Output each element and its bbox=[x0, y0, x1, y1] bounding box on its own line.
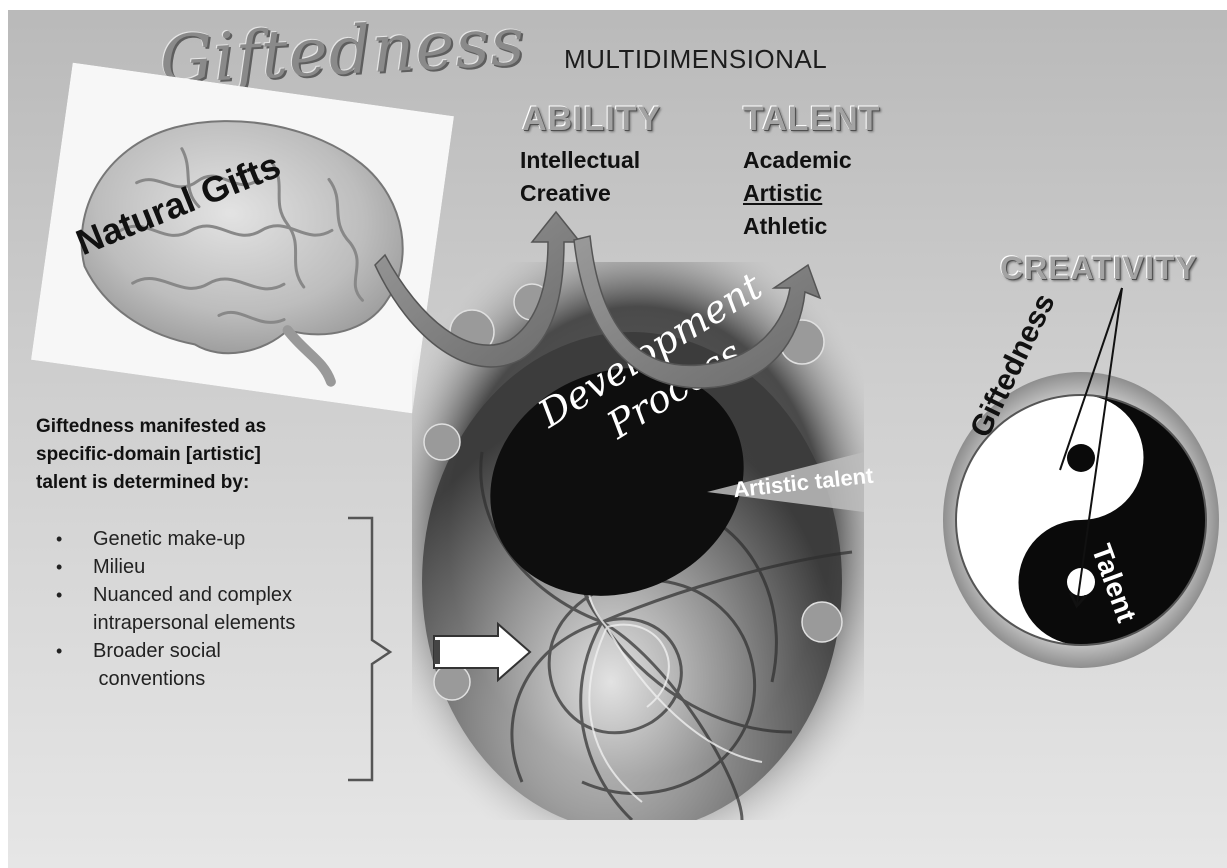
list-item-text: Broader social bbox=[93, 637, 295, 665]
ability-heading: ABILITY bbox=[522, 100, 661, 139]
bullet-icon: • bbox=[56, 525, 62, 553]
talent-list: Academic Artistic Athletic bbox=[743, 144, 852, 243]
list-item-text: Nuanced and complex bbox=[93, 581, 295, 609]
determinants-heading-line-3: talent is determined by: bbox=[36, 469, 266, 497]
talent-item-academic: Academic bbox=[743, 144, 852, 177]
list-item-text-continued: conventions bbox=[93, 665, 295, 693]
list-item-text-continued: intrapersonal elements bbox=[93, 609, 295, 637]
bullet-icon: • bbox=[56, 553, 62, 581]
determinants-heading-line-2: specific-domain [artistic] bbox=[36, 441, 266, 469]
determinants-heading-line-1: Giftedness manifested as bbox=[36, 413, 266, 441]
list-item: • Nuanced and complex intrapersonal elem… bbox=[56, 581, 295, 637]
talent-heading: TALENT bbox=[743, 100, 881, 139]
ability-item-intellectual: Intellectual bbox=[520, 144, 640, 177]
list-item: • Milieu bbox=[56, 553, 295, 581]
bullet-icon: • bbox=[56, 637, 62, 665]
multidimensional-header: MULTIDIMENSIONAL bbox=[564, 44, 827, 75]
bullet-icon: • bbox=[56, 581, 62, 609]
talent-item-artistic: Artistic bbox=[743, 177, 852, 210]
ability-item-creative: Creative bbox=[520, 177, 640, 210]
determinants-heading: Giftedness manifested as specific-domain… bbox=[36, 413, 266, 497]
list-item: • Genetic make-up bbox=[56, 525, 295, 553]
talent-item-athletic: Athletic bbox=[743, 210, 852, 243]
list-item-text: Genetic make-up bbox=[93, 525, 295, 553]
creativity-heading: CREATIVITY bbox=[1000, 250, 1198, 287]
ability-list: Intellectual Creative bbox=[520, 144, 640, 210]
list-item: • Broader social conventions bbox=[56, 637, 295, 693]
list-bracket bbox=[348, 518, 390, 780]
list-item-text: Milieu bbox=[93, 553, 295, 581]
determinants-list: • Genetic make-up • Milieu • Nuanced and… bbox=[56, 525, 295, 693]
